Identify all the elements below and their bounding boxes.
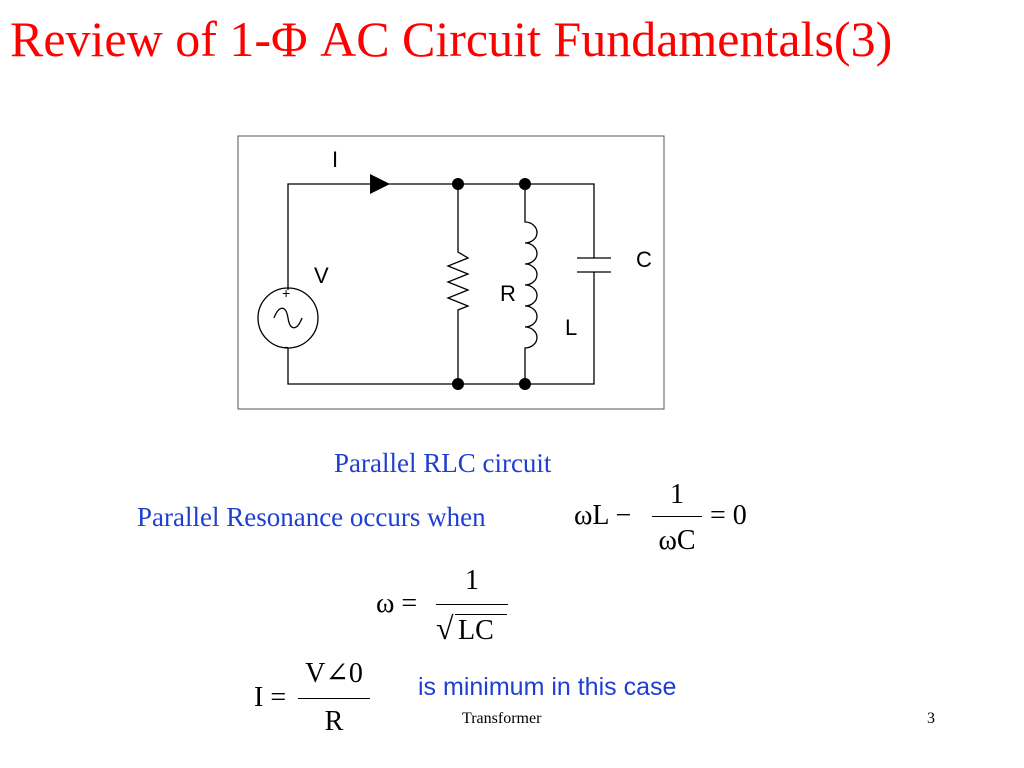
inductor xyxy=(524,184,538,384)
junction-dot xyxy=(452,378,464,390)
current-lhs: I = xyxy=(254,682,287,713)
fraction-bar xyxy=(652,516,702,517)
top-wire xyxy=(287,183,595,290)
fraction-bar xyxy=(436,604,508,605)
slide-title: Review of 1-Φ AC Circuit Fundamentals(3) xyxy=(10,11,893,67)
current-numerator: V∠0 xyxy=(305,658,363,689)
minimum-note: is minimum in this case xyxy=(418,673,677,701)
label-resistor: R xyxy=(500,281,516,306)
resonance-condition-text: Parallel Resonance occurs when xyxy=(137,502,486,532)
omega-numerator: 1 xyxy=(465,565,479,596)
ac-source xyxy=(257,287,319,349)
omega-denominator: LC xyxy=(458,615,494,646)
resonance-lhs: ωL − xyxy=(574,500,632,531)
label-inductor: L xyxy=(565,315,577,340)
footer-title: Transformer xyxy=(462,710,542,727)
page-number: 3 xyxy=(927,710,935,727)
sqrt-radical-icon: √ xyxy=(436,610,454,646)
junction-dot xyxy=(519,178,531,190)
label-voltage: V xyxy=(314,263,329,288)
resonance-rhs: = 0 xyxy=(710,500,747,531)
current-arrow-icon xyxy=(370,174,390,194)
omega-lhs: ω = xyxy=(376,588,418,619)
current-denominator: R xyxy=(324,706,344,737)
circuit-caption: Parallel RLC circuit xyxy=(334,448,552,478)
label-plus: + xyxy=(282,285,290,301)
bottom-wire xyxy=(287,272,595,385)
resistor xyxy=(446,184,470,384)
resonance-numerator: 1 xyxy=(670,479,684,510)
label-current: I xyxy=(332,147,338,172)
label-minus: - xyxy=(284,338,289,354)
junction-dot xyxy=(452,178,464,190)
resonance-denominator: ωC xyxy=(658,525,696,556)
label-capacitor: C xyxy=(636,247,652,272)
radical-overline xyxy=(455,614,507,615)
ac-source-sine-icon xyxy=(273,307,303,329)
fraction-bar xyxy=(298,698,370,699)
junction-dot xyxy=(519,378,531,390)
